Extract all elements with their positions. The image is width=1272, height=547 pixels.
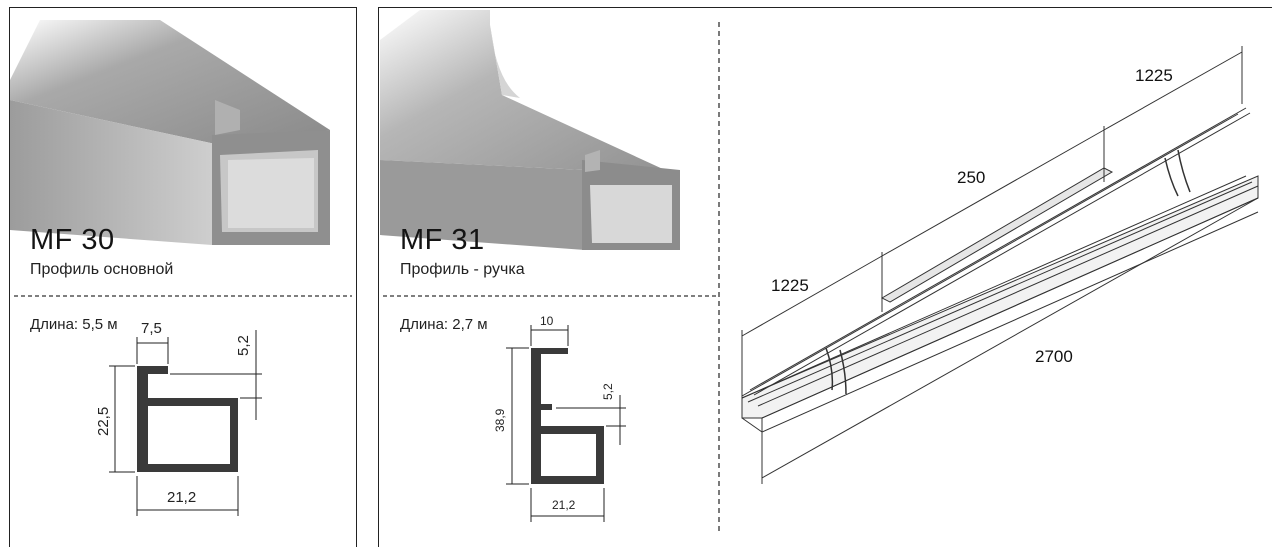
panel-mf30 [9,7,357,547]
mf31-profile-image [380,10,680,250]
mf30-code: MF 30 [30,224,115,256]
mf30-dim-lip: 7,5 [141,320,162,337]
mf30-profile-image [10,20,330,245]
assembly-left-dim: 1225 [771,276,809,295]
assembly-total-dim: 2700 [1035,347,1073,366]
mf31-name: Профиль - ручка [400,261,525,278]
panel-mf31 [378,7,1272,547]
assembly-right-dim: 1225 [1135,66,1173,85]
mf30-dim-gap: 5,2 [235,335,252,356]
mf30-length: Длина: 5,5 м [30,316,118,333]
mf31-dim-width: 21,2 [552,498,576,512]
mf31-length: Длина: 2,7 м [400,316,488,333]
mf31-dim-lip: 10 [540,314,554,328]
mf30-dim-width: 21,2 [167,489,196,506]
mf31-dim-gap: 5,2 [601,383,615,400]
mf31-dim-height: 38,9 [493,408,507,432]
mf31-code: MF 31 [400,224,485,256]
mf30-dim-height: 22,5 [95,407,112,436]
mf30-name: Профиль основной [30,261,174,278]
assembly-middle-dim: 250 [957,168,985,187]
mf31-section-drawing [506,325,626,522]
mf30-render [10,10,680,250]
mf30-section-drawing [109,330,262,516]
assembly-drawing [741,46,1259,484]
drawings: 7,5 5,2 22,5 21,2 10 5,2 38,9 21,2 [14,22,1259,533]
